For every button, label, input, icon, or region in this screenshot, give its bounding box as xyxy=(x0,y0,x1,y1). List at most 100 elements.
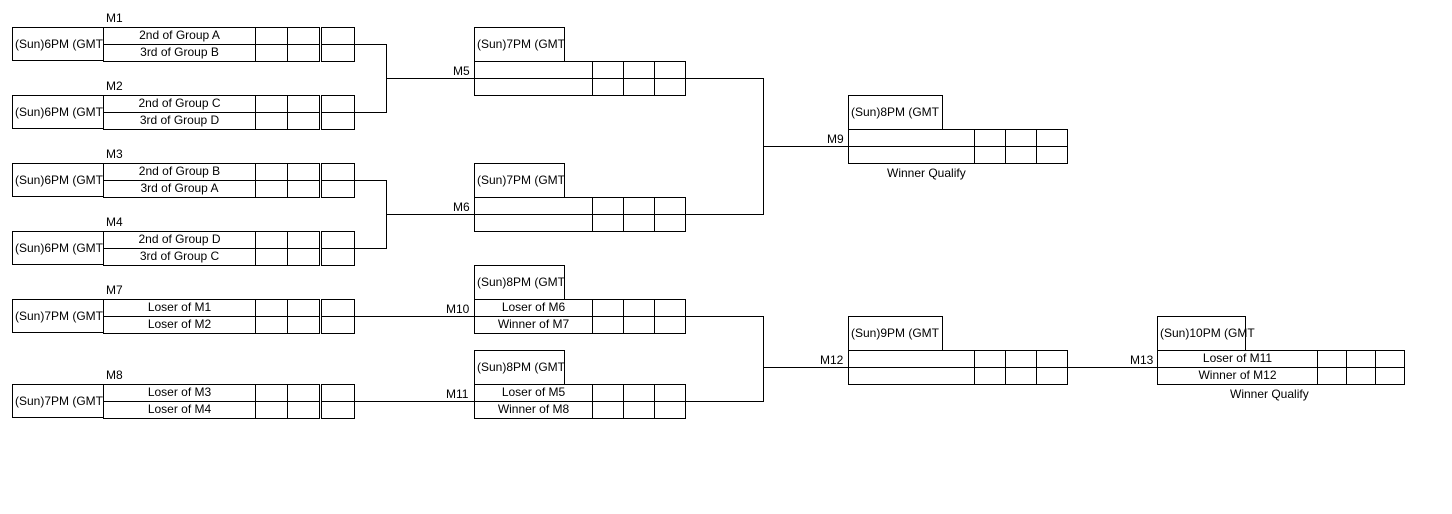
match-time-m6[interactable]: (Sun)7PM (GMT xyxy=(474,163,565,198)
team-slot-m10-2[interactable]: Winner of M7 xyxy=(474,316,593,334)
score-cell-m10-2-3[interactable] xyxy=(654,316,686,334)
score-cell-m5-2-3[interactable] xyxy=(654,78,686,96)
team-slot-m11-2[interactable]: Winner of M8 xyxy=(474,401,593,419)
team-slot-m3-2[interactable]: 3rd of Group A xyxy=(103,180,256,198)
score-cell-m12-2-2[interactable] xyxy=(1005,367,1037,385)
team-slot-m5-2[interactable] xyxy=(474,78,593,96)
match-time-m8[interactable]: (Sun)7PM (GMT xyxy=(12,384,104,418)
match-time-m4[interactable]: (Sun)6PM (GMT xyxy=(12,231,104,265)
score-cell-m3-2-2[interactable] xyxy=(287,180,320,198)
score-cell-m4-1-2[interactable] xyxy=(287,231,320,249)
score-cell-m11-1-1[interactable] xyxy=(592,384,624,402)
score-cell-m10-1-2[interactable] xyxy=(623,299,655,317)
score-cell-m7-1-2[interactable] xyxy=(287,299,320,317)
score-cell-m1-1-3[interactable] xyxy=(321,27,355,45)
team-slot-m13-1[interactable]: Loser of M11 xyxy=(1157,350,1318,368)
team-slot-m2-1[interactable]: 2nd of Group C xyxy=(103,95,256,113)
score-cell-m7-1-1[interactable] xyxy=(255,299,288,317)
score-cell-m8-1-1[interactable] xyxy=(255,384,288,402)
match-time-m12[interactable]: (Sun)9PM (GMT xyxy=(848,316,943,351)
score-cell-m8-2-1[interactable] xyxy=(255,401,288,419)
match-time-m3[interactable]: (Sun)6PM (GMT xyxy=(12,163,104,197)
team-slot-m8-1[interactable]: Loser of M3 xyxy=(103,384,256,402)
score-cell-m11-2-3[interactable] xyxy=(654,401,686,419)
score-cell-m11-1-3[interactable] xyxy=(654,384,686,402)
team-slot-m9-2[interactable] xyxy=(848,146,975,164)
score-cell-m3-1-1[interactable] xyxy=(255,163,288,181)
team-slot-m4-2[interactable]: 3rd of Group C xyxy=(103,248,256,266)
score-cell-m11-1-2[interactable] xyxy=(623,384,655,402)
score-cell-m12-1-3[interactable] xyxy=(1036,350,1068,368)
score-cell-m9-1-1[interactable] xyxy=(974,129,1006,147)
score-cell-m2-2-3[interactable] xyxy=(321,112,355,130)
score-cell-m7-2-2[interactable] xyxy=(287,316,320,334)
team-slot-m6-2[interactable] xyxy=(474,214,593,232)
score-cell-m7-2-1[interactable] xyxy=(255,316,288,334)
score-cell-m9-1-2[interactable] xyxy=(1005,129,1037,147)
score-cell-m8-2-3[interactable] xyxy=(321,401,355,419)
score-cell-m13-1-3[interactable] xyxy=(1375,350,1405,368)
match-time-m2[interactable]: (Sun)6PM (GMT xyxy=(12,95,104,129)
score-cell-m12-2-1[interactable] xyxy=(974,367,1006,385)
score-cell-m3-1-2[interactable] xyxy=(287,163,320,181)
score-cell-m5-1-3[interactable] xyxy=(654,61,686,79)
score-cell-m1-1-2[interactable] xyxy=(287,27,320,45)
score-cell-m12-1-2[interactable] xyxy=(1005,350,1037,368)
team-slot-m12-1[interactable] xyxy=(848,350,975,368)
score-cell-m7-1-3[interactable] xyxy=(321,299,355,317)
score-cell-m9-2-2[interactable] xyxy=(1005,146,1037,164)
score-cell-m2-2-1[interactable] xyxy=(255,112,288,130)
match-time-m13[interactable]: (Sun)10PM (GMT xyxy=(1157,316,1255,351)
score-cell-m6-1-2[interactable] xyxy=(623,197,655,215)
score-cell-m6-1-3[interactable] xyxy=(654,197,686,215)
score-cell-m13-1-1[interactable] xyxy=(1317,350,1347,368)
score-cell-m1-2-2[interactable] xyxy=(287,44,320,62)
score-cell-m2-1-2[interactable] xyxy=(287,95,320,113)
team-slot-m8-2[interactable]: Loser of M4 xyxy=(103,401,256,419)
score-cell-m8-1-2[interactable] xyxy=(287,384,320,402)
match-time-m7[interactable]: (Sun)7PM (GMT xyxy=(12,299,104,333)
team-slot-m10-1[interactable]: Loser of M6 xyxy=(474,299,593,317)
score-cell-m9-1-3[interactable] xyxy=(1036,129,1068,147)
team-slot-m1-2[interactable]: 3rd of Group B xyxy=(103,44,256,62)
team-slot-m12-2[interactable] xyxy=(848,367,975,385)
score-cell-m4-2-1[interactable] xyxy=(255,248,288,266)
score-cell-m10-1-1[interactable] xyxy=(592,299,624,317)
score-cell-m3-2-1[interactable] xyxy=(255,180,288,198)
score-cell-m13-1-2[interactable] xyxy=(1346,350,1376,368)
score-cell-m5-1-2[interactable] xyxy=(623,61,655,79)
team-slot-m9-1[interactable] xyxy=(848,129,975,147)
score-cell-m10-1-3[interactable] xyxy=(654,299,686,317)
team-slot-m5-1[interactable] xyxy=(474,61,593,79)
score-cell-m8-1-3[interactable] xyxy=(321,384,355,402)
score-cell-m6-2-1[interactable] xyxy=(592,214,624,232)
score-cell-m9-2-3[interactable] xyxy=(1036,146,1068,164)
score-cell-m11-2-1[interactable] xyxy=(592,401,624,419)
team-slot-m13-2[interactable]: Winner of M12 xyxy=(1157,367,1318,385)
score-cell-m5-2-1[interactable] xyxy=(592,78,624,96)
score-cell-m5-2-2[interactable] xyxy=(623,78,655,96)
score-cell-m13-2-1[interactable] xyxy=(1317,367,1347,385)
score-cell-m7-2-3[interactable] xyxy=(321,316,355,334)
score-cell-m2-1-1[interactable] xyxy=(255,95,288,113)
score-cell-m3-1-3[interactable] xyxy=(321,163,355,181)
score-cell-m6-2-2[interactable] xyxy=(623,214,655,232)
score-cell-m1-2-1[interactable] xyxy=(255,44,288,62)
score-cell-m9-2-1[interactable] xyxy=(974,146,1006,164)
score-cell-m13-2-3[interactable] xyxy=(1375,367,1405,385)
score-cell-m1-2-3[interactable] xyxy=(321,44,355,62)
score-cell-m6-2-3[interactable] xyxy=(654,214,686,232)
team-slot-m4-1[interactable]: 2nd of Group D xyxy=(103,231,256,249)
score-cell-m11-2-2[interactable] xyxy=(623,401,655,419)
score-cell-m2-2-2[interactable] xyxy=(287,112,320,130)
match-time-m11[interactable]: (Sun)8PM (GMT xyxy=(474,350,565,385)
score-cell-m12-2-3[interactable] xyxy=(1036,367,1068,385)
match-time-m9[interactable]: (Sun)8PM (GMT xyxy=(848,95,943,130)
score-cell-m10-2-2[interactable] xyxy=(623,316,655,334)
score-cell-m6-1-1[interactable] xyxy=(592,197,624,215)
team-slot-m3-1[interactable]: 2nd of Group B xyxy=(103,163,256,181)
score-cell-m5-1-1[interactable] xyxy=(592,61,624,79)
score-cell-m4-1-3[interactable] xyxy=(321,231,355,249)
score-cell-m10-2-1[interactable] xyxy=(592,316,624,334)
score-cell-m2-1-3[interactable] xyxy=(321,95,355,113)
